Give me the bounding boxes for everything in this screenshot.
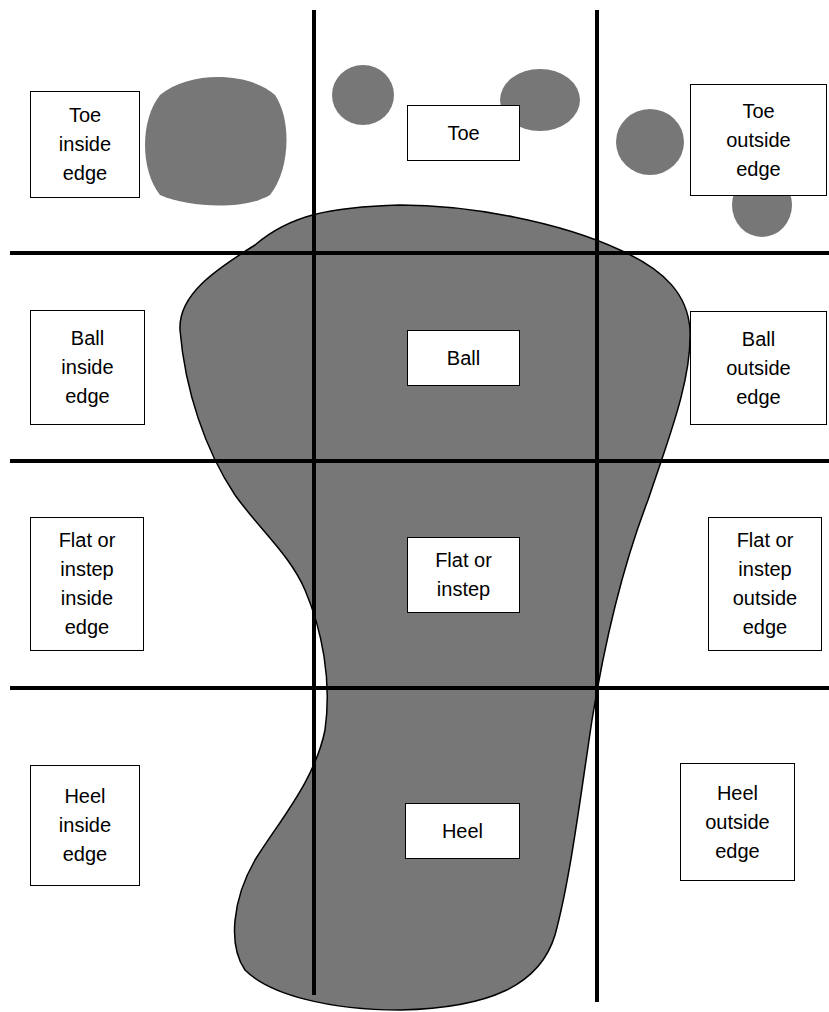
zone-box: Flat or instep outside edge <box>708 517 822 651</box>
zone-box: Heel <box>405 803 520 859</box>
toe <box>616 109 684 175</box>
zone-label: Heel inside edge <box>44 782 126 869</box>
zone-box: Heel inside edge <box>30 765 140 886</box>
zone-label: Toe inside edge <box>44 101 126 188</box>
zone-box: Flat or instep <box>407 537 520 613</box>
zone-label: Heel outside edge <box>697 779 779 866</box>
zone-box: Flat or instep inside edge <box>30 517 144 651</box>
zone-label: Toe <box>423 119 505 148</box>
zone-box: Heel outside edge <box>680 763 795 881</box>
zone-box: Ball outside edge <box>690 311 827 425</box>
toe <box>332 65 394 125</box>
zone-label: Ball inside edge <box>47 324 129 411</box>
big-toe <box>145 77 286 206</box>
grid-line <box>595 10 599 1002</box>
foot-outline <box>180 205 690 1010</box>
zone-label: Heel <box>422 817 504 846</box>
grid-line <box>10 686 829 690</box>
grid-line <box>10 459 829 463</box>
zone-label: Flat or instep outside edge <box>724 526 806 642</box>
zone-box: Toe inside edge <box>30 91 140 198</box>
zone-box: Toe <box>407 105 520 161</box>
zone-label: Ball <box>423 344 505 373</box>
zone-box: Toe outside edge <box>690 84 827 196</box>
zone-label: Flat or instep <box>423 546 505 604</box>
grid-line <box>312 10 316 995</box>
zone-label: Ball outside edge <box>718 325 800 412</box>
zone-label: Toe outside edge <box>718 97 800 184</box>
grid-line <box>10 251 829 255</box>
zone-box: Ball <box>407 330 520 386</box>
zone-label: Flat or instep inside edge <box>46 526 128 642</box>
zone-box: Ball inside edge <box>30 310 145 425</box>
